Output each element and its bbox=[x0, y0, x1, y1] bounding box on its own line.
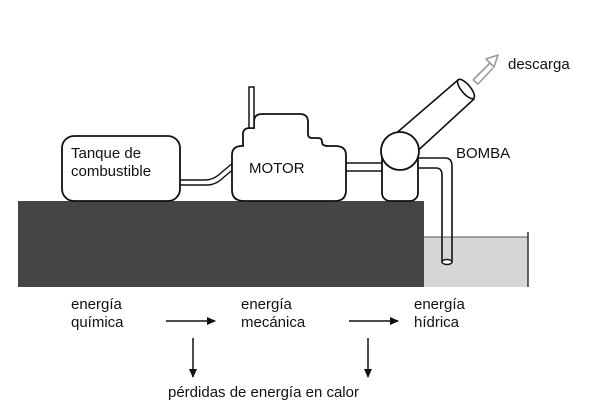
pump-label: BOMBA bbox=[456, 145, 511, 162]
tank-label: Tanque de combustible bbox=[71, 145, 151, 181]
stage-hydraulic-line1: energía bbox=[414, 296, 465, 313]
discharge-pipe-opening bbox=[456, 78, 476, 100]
motor-label: MOTOR bbox=[249, 160, 305, 177]
discharge-arrow-icon bbox=[472, 54, 499, 85]
stage-chemical-line1: energía bbox=[71, 296, 122, 313]
pump-housing bbox=[380, 131, 420, 171]
tank-label-line2: combustible bbox=[71, 163, 152, 180]
suction-pipe-inlet bbox=[441, 258, 453, 266]
suction-pipe-outer bbox=[417, 157, 453, 262]
fuel-tank bbox=[61, 135, 181, 202]
stage-mechanical-line1: energía bbox=[241, 296, 292, 313]
fuel-line bbox=[180, 161, 235, 181]
stage-hydraulic: energía hídrica bbox=[414, 296, 465, 332]
stage-chemical-line2: química bbox=[71, 314, 124, 331]
stage-chemical: energía química bbox=[71, 296, 124, 332]
discharge-label: descarga bbox=[508, 56, 570, 73]
motor bbox=[231, 113, 347, 202]
exhaust-pipe bbox=[248, 86, 255, 129]
fuel-line-inner bbox=[180, 167, 236, 186]
stage-mechanical-line2: mecánica bbox=[241, 314, 306, 331]
water-reservoir bbox=[424, 237, 528, 287]
stage-mechanical: energía mecánica bbox=[241, 296, 305, 332]
ground-platform bbox=[18, 201, 424, 287]
tank-label-line1: Tanque de bbox=[71, 145, 142, 162]
stage-hydraulic-line2: hídrica bbox=[414, 314, 460, 331]
heat-losses-label: pérdidas de energía en calor bbox=[168, 384, 359, 401]
suction-pipe-inner bbox=[417, 167, 443, 262]
